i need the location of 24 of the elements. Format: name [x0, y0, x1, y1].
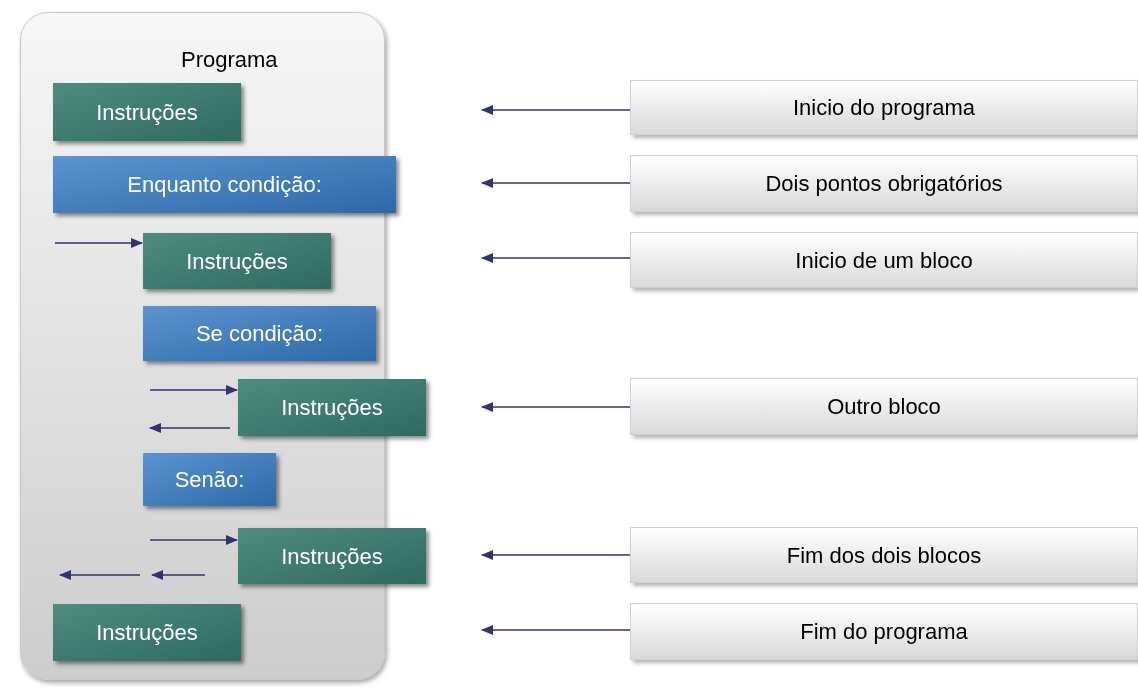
- arrow: [149, 385, 238, 395]
- note-box: Outro bloco: [630, 378, 1138, 435]
- note-box: Fim dos dois blocos: [630, 527, 1138, 583]
- instruction-box: Instruções: [238, 528, 426, 584]
- arrow: [149, 535, 238, 545]
- arrow: [54, 238, 143, 248]
- arrow: [481, 402, 631, 412]
- condition-box: Enquanto condição:: [53, 156, 396, 213]
- arrow: [481, 253, 631, 263]
- instruction-box: Instruções: [53, 83, 241, 141]
- arrow: [481, 178, 631, 188]
- instruction-box: Instruções: [238, 379, 426, 436]
- instruction-box: Instruções: [53, 604, 241, 661]
- condition-box: Se condição:: [143, 306, 376, 361]
- panel-title: Programa: [181, 46, 278, 74]
- arrow: [481, 105, 631, 115]
- note-box: Dois pontos obrigatórios: [630, 155, 1138, 212]
- instruction-box: Instruções: [143, 233, 331, 289]
- arrow: [481, 550, 631, 560]
- note-box: Inicio do programa: [630, 80, 1138, 135]
- note-box: Fim do programa: [630, 603, 1138, 660]
- note-box: Inicio de um bloco: [630, 232, 1138, 288]
- condition-box: Senão:: [143, 453, 276, 506]
- arrow: [481, 625, 631, 635]
